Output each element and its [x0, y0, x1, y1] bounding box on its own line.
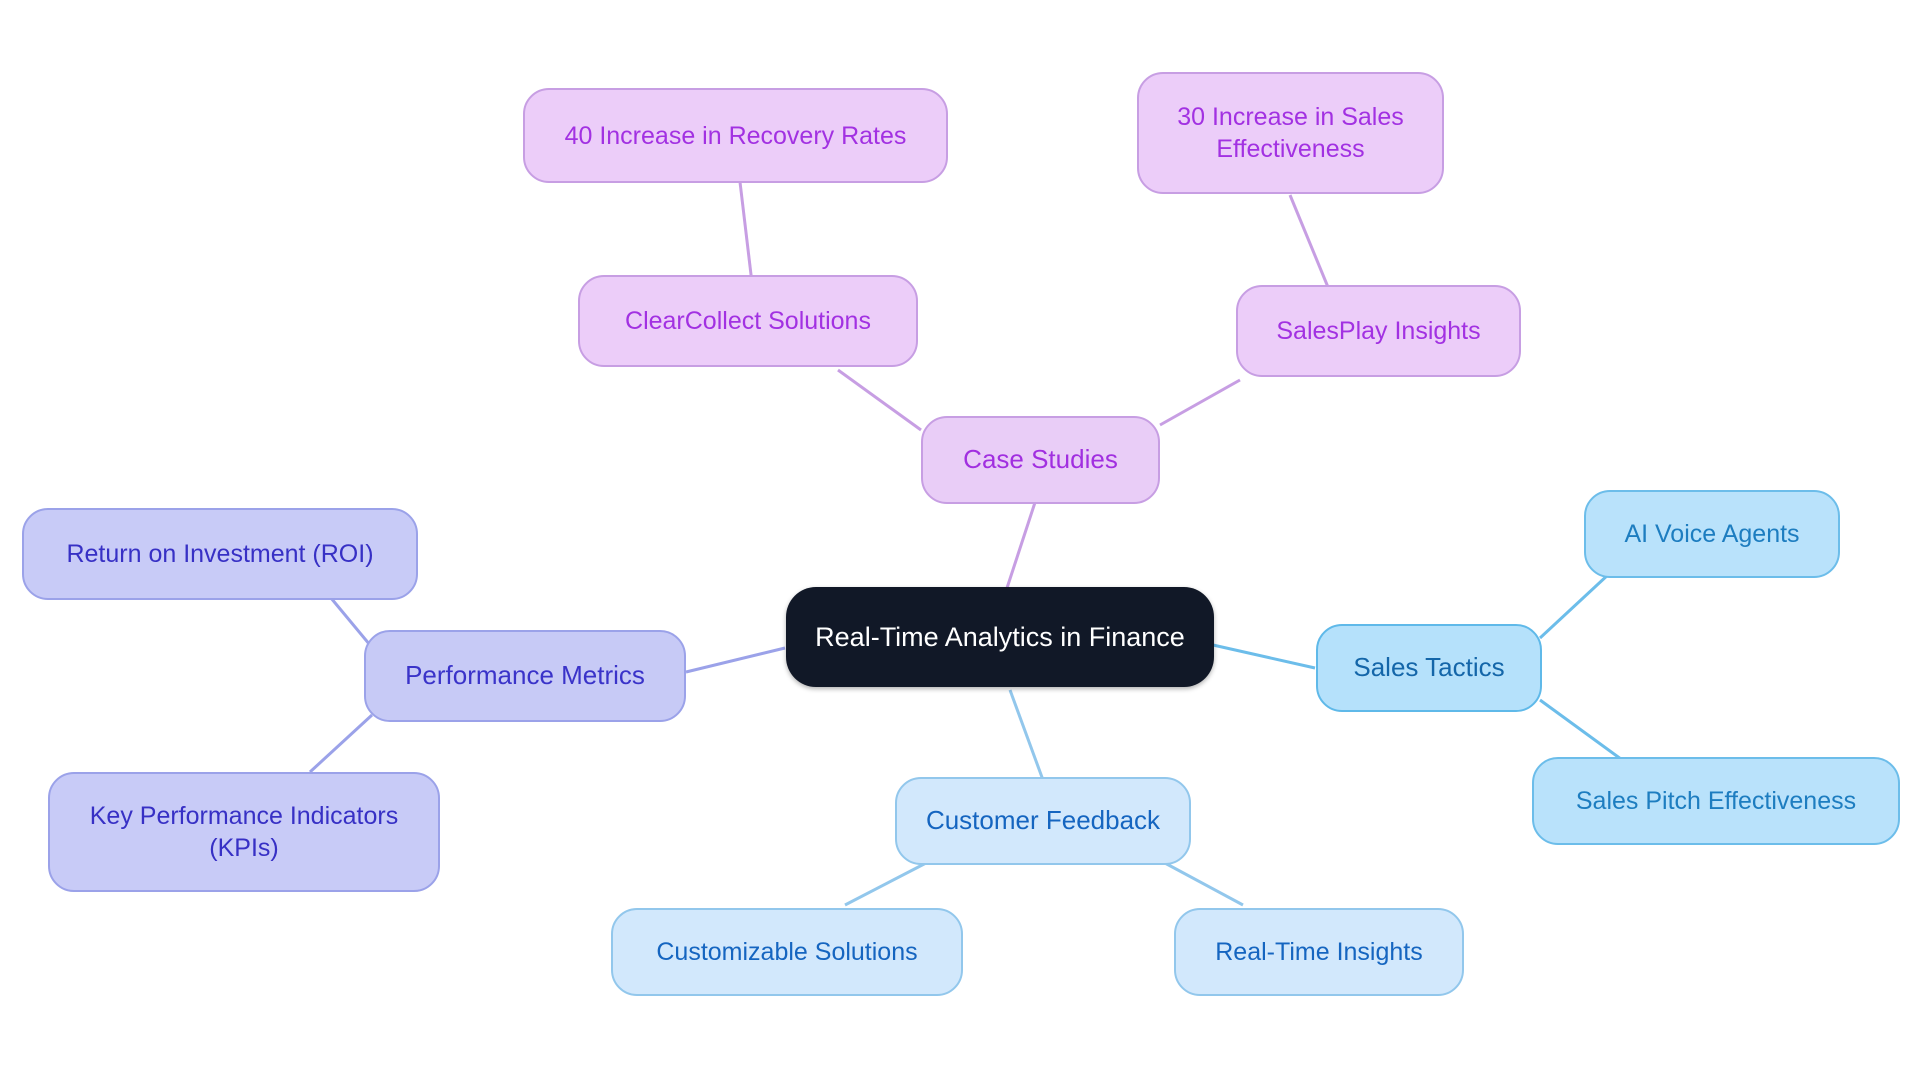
- node-kpis-label: Key Performance Indicators (KPIs): [89, 802, 399, 862]
- node-sales-pitch-label: Sales Pitch Effectiveness: [1575, 787, 1857, 815]
- edge-sales-tactics-ai-voice-agents: [1538, 571, 1612, 640]
- node-sales-tactics-label: Sales Tactics: [1353, 652, 1505, 683]
- edge-case-studies-clearcollect: [837, 368, 922, 432]
- node-root[interactable]: Real-Time Analytics in Finance: [786, 587, 1214, 687]
- node-roi-label: Return on Investment (ROI): [66, 540, 374, 568]
- edge-customer-feedback-customizable-solutions: [844, 860, 929, 907]
- node-root-label: Real-Time Analytics in Finance: [815, 621, 1185, 652]
- node-performance-metrics-label: Performance Metrics: [405, 660, 645, 691]
- edge-salesplay-sales-effectiveness: [1288, 194, 1332, 293]
- node-realtime-insights[interactable]: Real-Time Insights: [1174, 908, 1464, 996]
- edge-customer-feedback-realtime-insights: [1162, 860, 1244, 907]
- node-kpis[interactable]: Key Performance Indicators (KPIs): [48, 772, 440, 892]
- node-sales-effectiveness-label: 30 Increase in Sales Effectiveness: [1177, 103, 1404, 163]
- node-roi[interactable]: Return on Investment (ROI): [22, 508, 418, 600]
- node-realtime-insights-label: Real-Time Insights: [1215, 938, 1423, 966]
- edge-performance-metrics-kpis: [308, 713, 374, 774]
- node-sales-pitch[interactable]: Sales Pitch Effectiveness: [1532, 757, 1900, 845]
- node-ai-voice-agents-label: AI Voice Agents: [1624, 520, 1800, 548]
- node-salesplay[interactable]: SalesPlay Insights: [1236, 285, 1521, 377]
- edge-sales-tactics-sales-pitch: [1539, 698, 1626, 764]
- node-clearcollect[interactable]: ClearCollect Solutions: [578, 275, 918, 367]
- node-recovery-rates-label: 40 Increase in Recovery Rates: [564, 121, 907, 150]
- node-sales-tactics[interactable]: Sales Tactics: [1316, 624, 1542, 712]
- edge-clearcollect-recovery-rates: [738, 181, 754, 284]
- node-case-studies-label: Case Studies: [963, 444, 1118, 475]
- node-case-studies[interactable]: Case Studies: [921, 416, 1160, 504]
- node-sales-effectiveness[interactable]: 30 Increase in Sales Effectiveness: [1137, 72, 1444, 194]
- node-customizable-solutions-label: Customizable Solutions: [656, 938, 918, 966]
- node-customer-feedback[interactable]: Customer Feedback: [895, 777, 1191, 865]
- node-customer-feedback-label: Customer Feedback: [925, 805, 1161, 836]
- edge-root-performance-metrics: [685, 646, 786, 674]
- edge-case-studies-salesplay: [1159, 378, 1241, 427]
- edge-root-sales-tactics: [1212, 643, 1316, 670]
- node-performance-metrics[interactable]: Performance Metrics: [364, 630, 686, 722]
- edge-root-customer-feedback: [1008, 689, 1045, 781]
- node-recovery-rates[interactable]: 40 Increase in Recovery Rates: [523, 88, 948, 183]
- node-ai-voice-agents[interactable]: AI Voice Agents: [1584, 490, 1840, 578]
- node-salesplay-label: SalesPlay Insights: [1276, 317, 1481, 345]
- node-customizable-solutions[interactable]: Customizable Solutions: [611, 908, 963, 996]
- node-clearcollect-label: ClearCollect Solutions: [625, 307, 871, 335]
